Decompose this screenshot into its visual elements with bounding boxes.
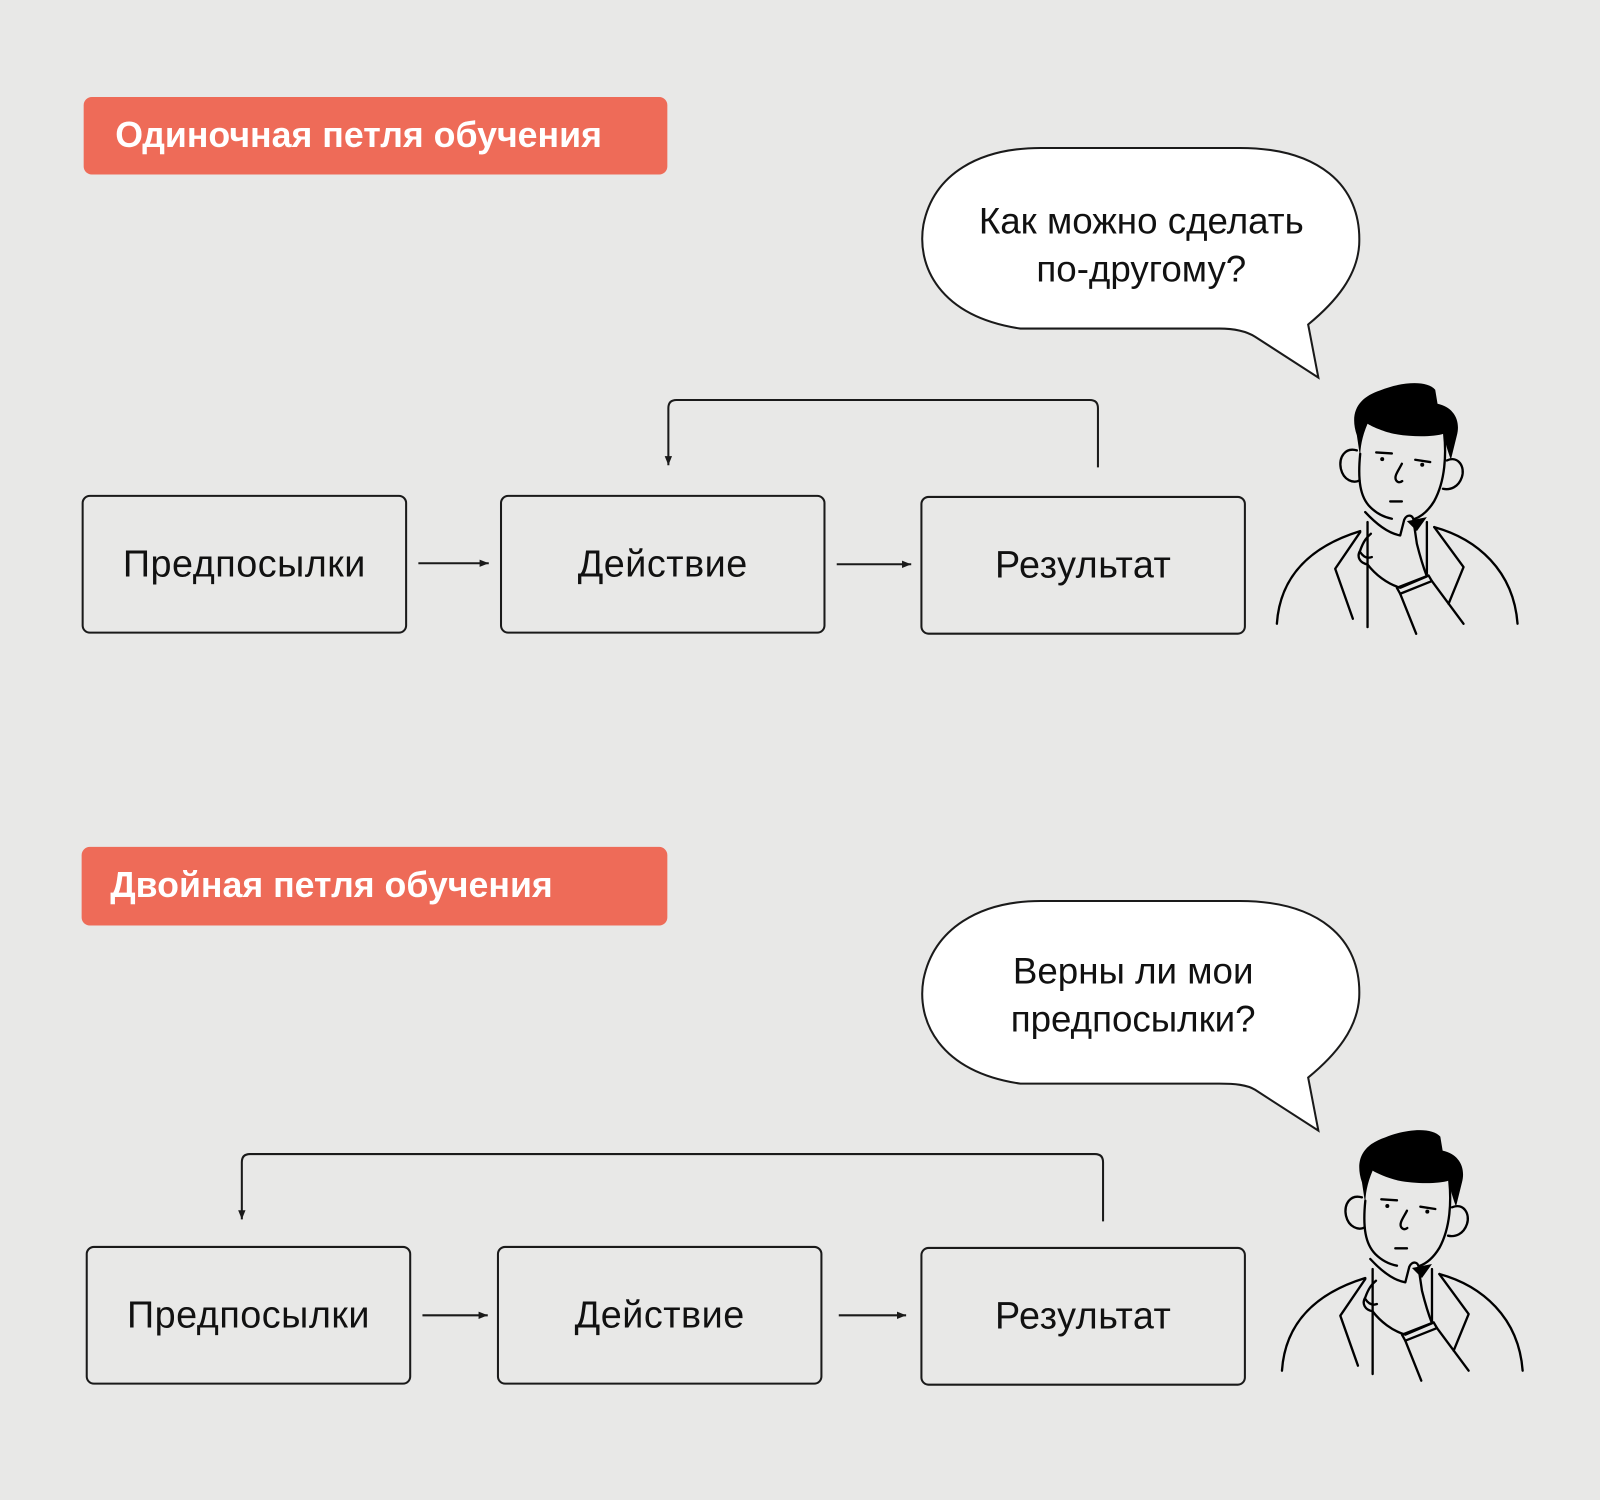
thinking-person-icon xyxy=(1275,381,1519,635)
section-title-double: Двойная петля обучения xyxy=(81,846,668,926)
box-premises: Предпосылки xyxy=(81,494,408,634)
feedback-loop-2 xyxy=(238,1153,1105,1222)
thinking-person-icon xyxy=(1280,1128,1524,1382)
question-bubble-double: Верны ли мои предпосылки? xyxy=(915,947,1351,1043)
box-result: Результат xyxy=(920,1246,1246,1386)
box-action: Действие xyxy=(499,494,826,634)
box-action: Действие xyxy=(496,1245,823,1385)
speech-bubble-1 xyxy=(921,146,1361,380)
box-premises: Предпосылки xyxy=(85,1245,412,1385)
section-title-single: Одиночная петля обучения xyxy=(83,96,668,175)
question-bubble-single: Как можно сделать по-другому? xyxy=(923,197,1359,293)
question-line: предпосылки? xyxy=(1010,997,1256,1040)
box-result: Результат xyxy=(920,495,1246,635)
question-line: по-другому? xyxy=(1036,247,1247,290)
speech-bubble-2 xyxy=(921,899,1361,1133)
question-line: Как можно сделать xyxy=(978,199,1304,242)
feedback-loop-1 xyxy=(664,398,1099,468)
question-line: Верны ли мои xyxy=(1012,949,1254,992)
